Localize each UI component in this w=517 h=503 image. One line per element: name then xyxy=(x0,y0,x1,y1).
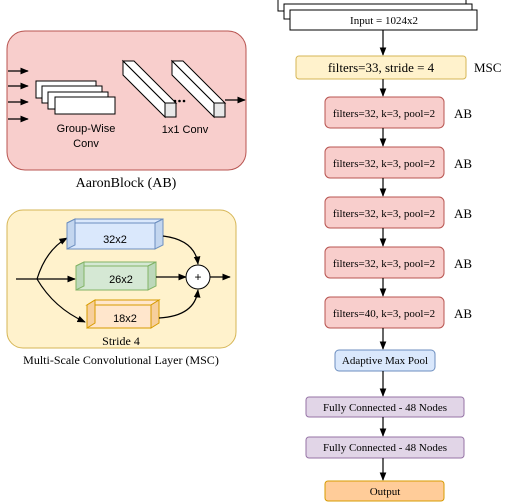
sum-node xyxy=(185,264,211,290)
ab-layer-4: filters=32, k=3, pool=2 AB xyxy=(324,246,472,279)
ab-layer-3-label: filters=32, k=3, pool=2 xyxy=(333,208,435,220)
ab-input-arrows xyxy=(8,67,29,123)
ab-layer-1-tag: AB xyxy=(454,106,472,121)
group-wise-label-line2: Conv xyxy=(73,138,99,150)
ab-layer-5-tag: AB xyxy=(454,306,472,321)
conv1x1-slab-2 xyxy=(170,59,227,119)
msc-merge-lines xyxy=(156,235,231,319)
branch-18x2-box xyxy=(85,299,161,329)
group-wise-label-line1: Group-Wise xyxy=(57,123,116,135)
ab-layer-3-tag: AB xyxy=(454,206,472,221)
ab-layer-2: filters=32, k=3, pool=2 AB xyxy=(324,146,472,179)
aaron-block-panel: Group-Wise Conv 1x1 Conv xyxy=(6,30,247,171)
branch-26x2-label: 26x2 xyxy=(109,274,133,286)
conv1x1-slab-1 xyxy=(121,59,178,119)
ab-layer-2-tag: AB xyxy=(454,156,472,171)
fc2-box xyxy=(305,436,465,459)
group-wise-conv-stack xyxy=(35,80,116,115)
conv1x1-ellipsis xyxy=(173,99,186,103)
aaron-block-title: AaronBlock (AB) xyxy=(76,176,177,191)
conv1x1-label: 1x1 Conv xyxy=(162,124,209,136)
stride-label: Stride 4 xyxy=(102,334,140,348)
msc-input-lines xyxy=(16,237,86,323)
ab-layer-5: filters=40, k=3, pool=2 AB xyxy=(324,296,472,329)
output-box xyxy=(324,480,445,502)
msc-layer-label: filters=33, stride = 4 xyxy=(328,60,435,75)
branch-32x2-box xyxy=(66,218,164,250)
input-label: Input = 1024x2 xyxy=(350,15,418,27)
fc2-label: Fully Connected - 48 Nodes xyxy=(323,442,447,454)
branch-32x2-label: 32x2 xyxy=(103,234,127,246)
sum-symbol: + xyxy=(194,270,201,284)
output-label: Output xyxy=(370,486,401,498)
adaptive-pool-box xyxy=(334,349,436,372)
fc1-box xyxy=(305,396,465,418)
ab-layer-2-label: filters=32, k=3, pool=2 xyxy=(333,158,435,170)
msc-title: Multi-Scale Convolutional Layer (MSC) xyxy=(23,353,219,367)
fc1-label: Fully Connected - 48 Nodes xyxy=(323,402,447,414)
ab-layer-5-label: filters=40, k=3, pool=2 xyxy=(333,308,435,320)
ab-layer-1-label: filters=32, k=3, pool=2 xyxy=(333,108,435,120)
msc-layer-tag: MSC xyxy=(474,60,501,75)
msc-layer-box xyxy=(295,55,467,80)
msc-panel: 32x2 26x2 18x2 + Stride 4 xyxy=(6,209,237,349)
branch-26x2-box xyxy=(75,261,157,291)
ab-layer-4-tag: AB xyxy=(454,256,472,271)
ab-layer-1: filters=32, k=3, pool=2 AB xyxy=(324,96,472,129)
input-stack xyxy=(277,0,478,31)
branch-18x2-label: 18x2 xyxy=(113,313,137,325)
adaptive-pool-label: Adaptive Max Pool xyxy=(342,355,428,367)
ab-layer-4-label: filters=32, k=3, pool=2 xyxy=(333,258,435,270)
ab-layer-3: filters=32, k=3, pool=2 AB xyxy=(324,196,472,229)
